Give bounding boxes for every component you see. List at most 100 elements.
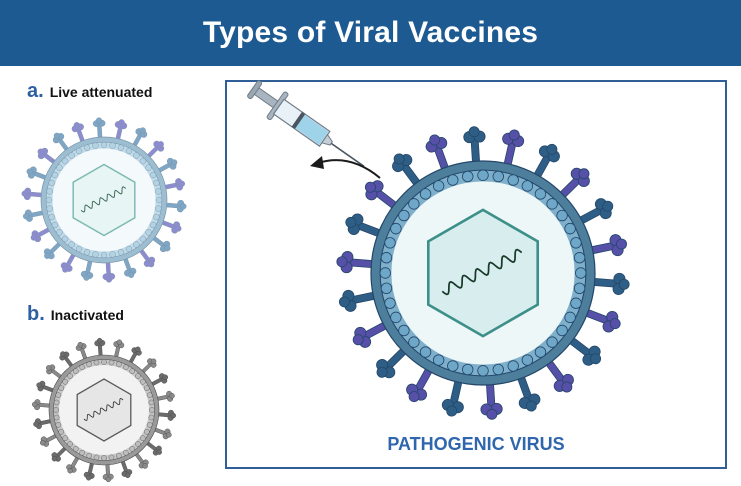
panel-a-label: a. Live attenuated: [27, 80, 152, 103]
matrix-bead: [155, 196, 163, 204]
spike-protein: [156, 157, 178, 173]
spike-protein: [59, 351, 74, 369]
spike-protein: [150, 373, 168, 387]
matrix-bead: [133, 152, 140, 159]
matrix-bead: [135, 441, 141, 447]
matrix-bead: [125, 147, 133, 155]
spike-protein: [567, 335, 602, 366]
matrix-bead: [62, 378, 68, 385]
matrix-bead: [575, 267, 587, 279]
spike-protein: [134, 451, 149, 469]
matrix-bead: [380, 252, 393, 264]
matrix-bead: [72, 446, 79, 452]
matrix-bead: [48, 213, 55, 221]
spike-protein: [131, 127, 148, 148]
matrix-bead: [149, 221, 157, 229]
matrix-bead: [447, 360, 459, 372]
matrix-bead: [145, 164, 152, 171]
matrix-bead: [432, 354, 445, 366]
matrix-bead: [72, 368, 79, 374]
spike-protein: [40, 433, 58, 447]
matrix-bead: [447, 174, 459, 186]
matrix-bead: [51, 171, 59, 179]
spike-protein: [345, 213, 384, 238]
matrix-bead: [408, 198, 420, 210]
spike-protein: [352, 321, 390, 348]
matrix-bead: [56, 164, 63, 171]
matrix-bead: [149, 407, 155, 413]
matrix-bead: [117, 144, 125, 151]
spike-protein: [582, 308, 621, 333]
matrix-bead: [408, 336, 420, 348]
matrix-bead: [556, 324, 568, 337]
rna-genome: [83, 398, 124, 421]
spike-protein: [36, 380, 56, 393]
matrix-bead: [100, 141, 108, 149]
spike-protein: [152, 427, 172, 440]
spike-protein: [145, 440, 162, 456]
matrix-bead: [79, 449, 86, 456]
matrix-bead: [564, 311, 576, 324]
spike-protein: [51, 446, 68, 462]
matrix-bead: [145, 229, 152, 236]
matrix-bead: [146, 392, 153, 398]
matrix-bead: [45, 196, 53, 204]
live-attenuated-virus-body: [21, 117, 187, 283]
matrix-bead: [62, 435, 68, 442]
spike-protein: [587, 234, 628, 257]
matrix-bead: [101, 359, 107, 365]
matrix-bead: [93, 359, 100, 366]
matrix-bead: [109, 251, 116, 258]
matrix-bead: [75, 147, 83, 155]
matrix-bead: [534, 346, 547, 358]
spike-protein: [425, 134, 450, 173]
matrix-bead: [492, 363, 504, 376]
spike-protein: [33, 418, 53, 430]
matrix-bead: [92, 251, 99, 258]
matrix-bead: [129, 368, 136, 374]
spike-protein: [364, 180, 399, 211]
matrix-bead: [139, 235, 147, 243]
matrix-bead: [108, 359, 115, 366]
matrix-bead: [75, 245, 83, 253]
matrix-bead: [521, 354, 534, 366]
matrix-bead: [139, 157, 147, 165]
spike-protein: [151, 235, 171, 253]
matrix-bead: [432, 180, 445, 192]
matrix-bead: [67, 441, 73, 447]
matrix-bead: [477, 169, 489, 181]
panel-caption: PATHOGENIC VIRUS: [387, 434, 565, 454]
matrix-bead: [379, 267, 391, 279]
matrix-bead: [133, 241, 140, 248]
matrix-bead: [384, 297, 396, 309]
matrix-bead: [419, 188, 432, 200]
spike-protein: [392, 153, 422, 188]
matrix-bead: [573, 252, 586, 264]
matrix-bead: [148, 399, 155, 406]
matrix-bead: [556, 209, 568, 222]
matrix-bead: [67, 373, 73, 379]
rna-genome: [80, 186, 127, 213]
matrix-bead: [117, 249, 125, 256]
matrix-bead: [48, 179, 55, 187]
matrix-bead: [83, 144, 91, 151]
panel-b-label: b. Inactivated: [27, 303, 124, 326]
spike-protein: [46, 364, 63, 380]
pathogenic-virus-panel: PATHOGENIC VIRUS: [225, 80, 727, 469]
spike-protein: [155, 390, 175, 402]
matrix-bead: [55, 392, 62, 398]
spike-protein: [338, 289, 379, 312]
pathogenic-virus-body: [336, 126, 630, 420]
matrix-bead: [61, 235, 69, 243]
matrix-bead: [462, 363, 474, 376]
matrix-bead: [53, 407, 59, 413]
matrix-bead: [143, 428, 150, 435]
matrix-bead: [108, 454, 115, 461]
spike-protein: [75, 341, 88, 361]
matrix-bead: [477, 365, 489, 377]
rna-genome: [441, 248, 523, 296]
